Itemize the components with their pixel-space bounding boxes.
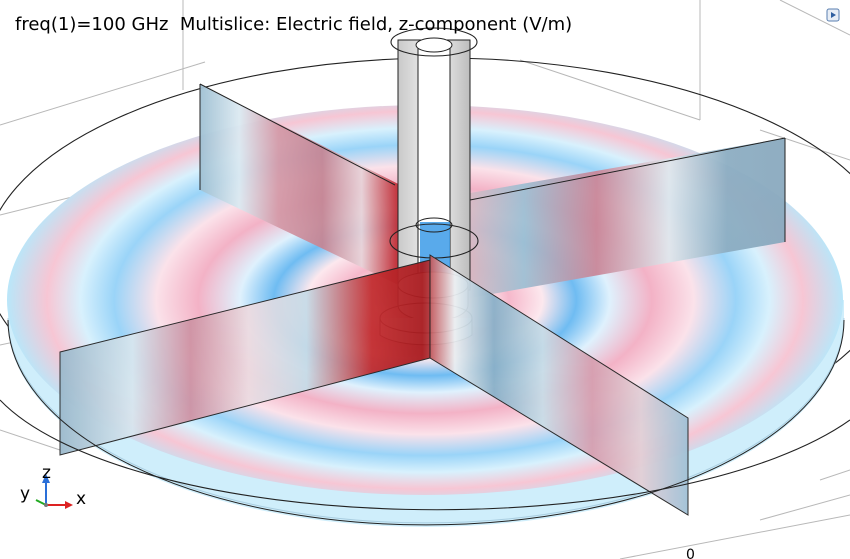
disk-lower-rim <box>7 317 845 524</box>
axis-label-z: z <box>42 463 51 483</box>
axis-label-y: y <box>20 484 30 504</box>
disk-front-edge <box>7 319 845 526</box>
domain-boundary-bottom <box>0 399 850 511</box>
field-slice-vertical-back <box>200 84 430 300</box>
axis-triad: z y x <box>20 463 86 509</box>
field-slice-vertical-right <box>430 138 785 305</box>
slice-outlines <box>199 83 786 242</box>
plot-title: freq(1)=100 GHz Multislice: Electric fie… <box>15 14 573 35</box>
axis-label-x: x <box>76 489 86 509</box>
view-toolbar-icon[interactable] <box>826 8 840 22</box>
field-slice-vertical-front-right <box>429 254 689 516</box>
bottom-tick-label: 0 <box>686 547 695 559</box>
